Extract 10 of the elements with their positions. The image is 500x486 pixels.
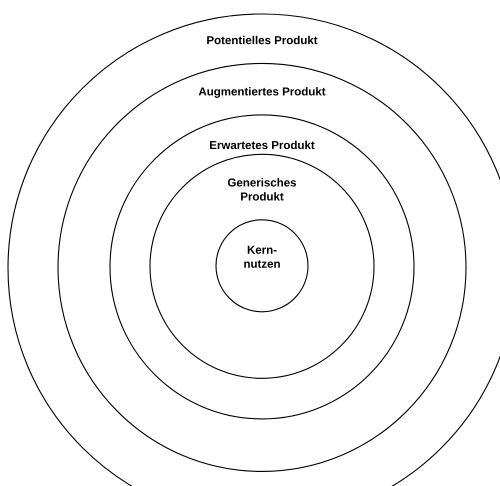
ring xyxy=(149,154,375,379)
ring-label: Generisches Produkt xyxy=(228,178,296,201)
ring xyxy=(215,219,309,312)
ring-label: Kern- nutzen xyxy=(244,246,280,268)
ring xyxy=(57,62,467,472)
ring-label: Augmentiertes Produkt xyxy=(198,87,326,98)
ring xyxy=(109,114,415,420)
ring xyxy=(7,13,500,486)
ring-label: Potentielles Produkt xyxy=(207,36,318,44)
ring-label: Erwartetes Produkt xyxy=(210,140,315,150)
